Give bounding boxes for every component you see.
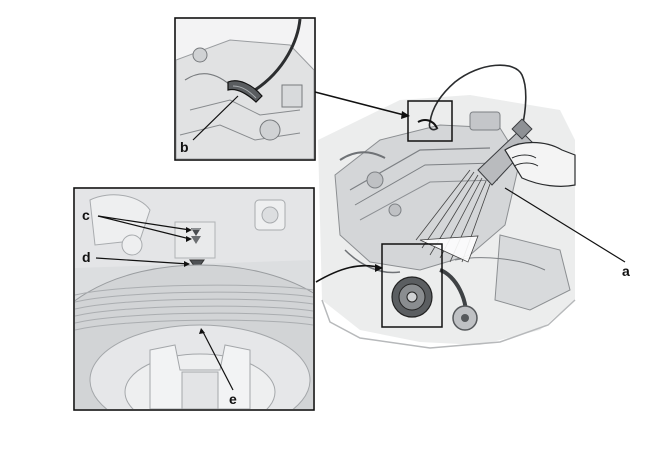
callout-label-d: d [82,249,91,265]
pulley-callout-box [381,243,443,328]
callout-label-a: a [622,263,630,279]
inset-plug-wire: b [174,17,316,161]
crank-pulley-small [391,276,433,318]
callout-label-b: b [180,139,189,155]
callout-label-e: e [229,391,237,407]
connector-arrow-top [401,111,410,119]
plug-wire-callout-box [407,100,453,142]
engine-bay-illustration [318,95,576,349]
connector-line-top [314,91,409,117]
timing-light [415,64,576,263]
leader-line-a [504,187,626,263]
callout-label-c: c [82,207,90,223]
connector-arrow-bottom [375,264,383,272]
inset-timing-marks: ▫▪▫ ▫▪▫ c d e [73,187,315,411]
